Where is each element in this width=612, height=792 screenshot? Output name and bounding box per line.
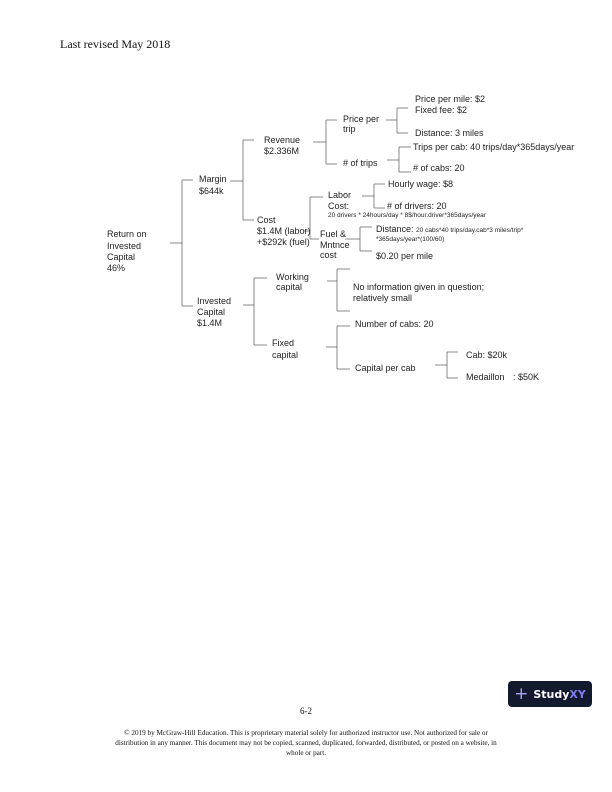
node-cost-fuel: +$292k (fuel) — [257, 237, 310, 247]
distance-formula: 20 cabs*40 trips/day.cab*3 miles/trip* — [416, 227, 524, 234]
last-revised: Last revised May 2018 — [60, 37, 171, 51]
node-revenue-value: $2.336M — [264, 146, 300, 156]
node-per-mile: $0.20 per mile — [376, 251, 434, 261]
node-number-of-cabs: Number of cabs: 20 — [355, 319, 434, 329]
node-price-per-trip-line2: trip — [343, 124, 356, 134]
node-medallion: Medaillon — [466, 372, 505, 382]
distance-formula-line2: *365days/year*(100/60) — [376, 236, 445, 243]
node-distance: Distance: 20 cabs*40 trips/day.cab*3 mil… — [376, 224, 523, 235]
node-fuel-cost: Fuel & — [320, 229, 347, 239]
node-margin: Margin — [199, 174, 227, 184]
node-roic-value: 46% — [107, 263, 126, 273]
node-num-trips: # of trips — [343, 158, 378, 168]
node-hourly-wage: Hourly wage: $8 — [388, 179, 454, 189]
node-fuel-cost-line3: cost — [320, 250, 337, 260]
node-distance-miles: Distance: 3 miles — [415, 128, 484, 138]
node-price-per-trip: Price per — [343, 114, 380, 124]
node-cost: Cost — [257, 215, 276, 225]
node-revenue: Revenue — [264, 135, 301, 145]
node-fixed-capital: Fixed — [272, 338, 295, 348]
node-no-info-line2: relatively small — [353, 293, 413, 303]
copyright-line2: distribution in any manner. This documen… — [115, 739, 497, 747]
node-roic-line2: Invested — [107, 241, 142, 251]
node-invested-capital-line2: Capital — [197, 307, 226, 317]
node-num-drivers: # of drivers: 20 — [387, 201, 447, 211]
node-fixed-fee: Fixed fee: $2 — [415, 105, 468, 115]
node-labor-cost-line2: Cost: — [328, 201, 350, 211]
node-invested-capital-value: $1.4M — [197, 318, 223, 328]
node-roic-line3: Capital — [107, 252, 136, 262]
node-price-per-mile: Price per mile: $2 — [415, 94, 486, 104]
node-roic-line1: Return on — [107, 229, 147, 239]
node-labor-cost: Labor — [328, 190, 352, 200]
node-invested-capital: Invested — [197, 296, 232, 306]
node-margin-value: $644k — [199, 186, 224, 196]
node-no-info: No information given in question; — [353, 282, 485, 292]
node-cab-cost: Cab: $20k — [466, 350, 508, 360]
node-cost-labor: $1.4M (labor) — [257, 226, 311, 236]
node-num-cabs: # of cabs: 20 — [413, 163, 465, 173]
node-working-capital: Working — [276, 272, 309, 282]
labor-formula: 20 drivers * 24hours/day * 8$/hour.drive… — [328, 212, 486, 219]
node-capital-per-cab: Capital per cab — [355, 363, 416, 373]
page-number: 6-2 — [300, 706, 312, 716]
node-working-capital-line2: capital — [276, 282, 303, 292]
node-fuel-cost-line2: Mntnce — [320, 240, 350, 250]
node-medallion-value: : $50K — [513, 372, 540, 382]
copyright-line1: © 2019 by McGraw-Hill Education. This is… — [124, 729, 488, 737]
copyright-line3: whole or part. — [285, 749, 327, 757]
logo-text: Study — [533, 687, 570, 701]
node-trips-per-cab: Trips per cab: 40 trips/day*365days/year — [413, 142, 575, 152]
distance-label: Distance: — [376, 224, 414, 234]
plus-icon: + — [514, 684, 529, 704]
logo-accent: XY — [569, 687, 586, 701]
studyxy-logo: + StudyXY — [508, 681, 592, 707]
node-fixed-capital-line2: capital — [272, 350, 299, 360]
